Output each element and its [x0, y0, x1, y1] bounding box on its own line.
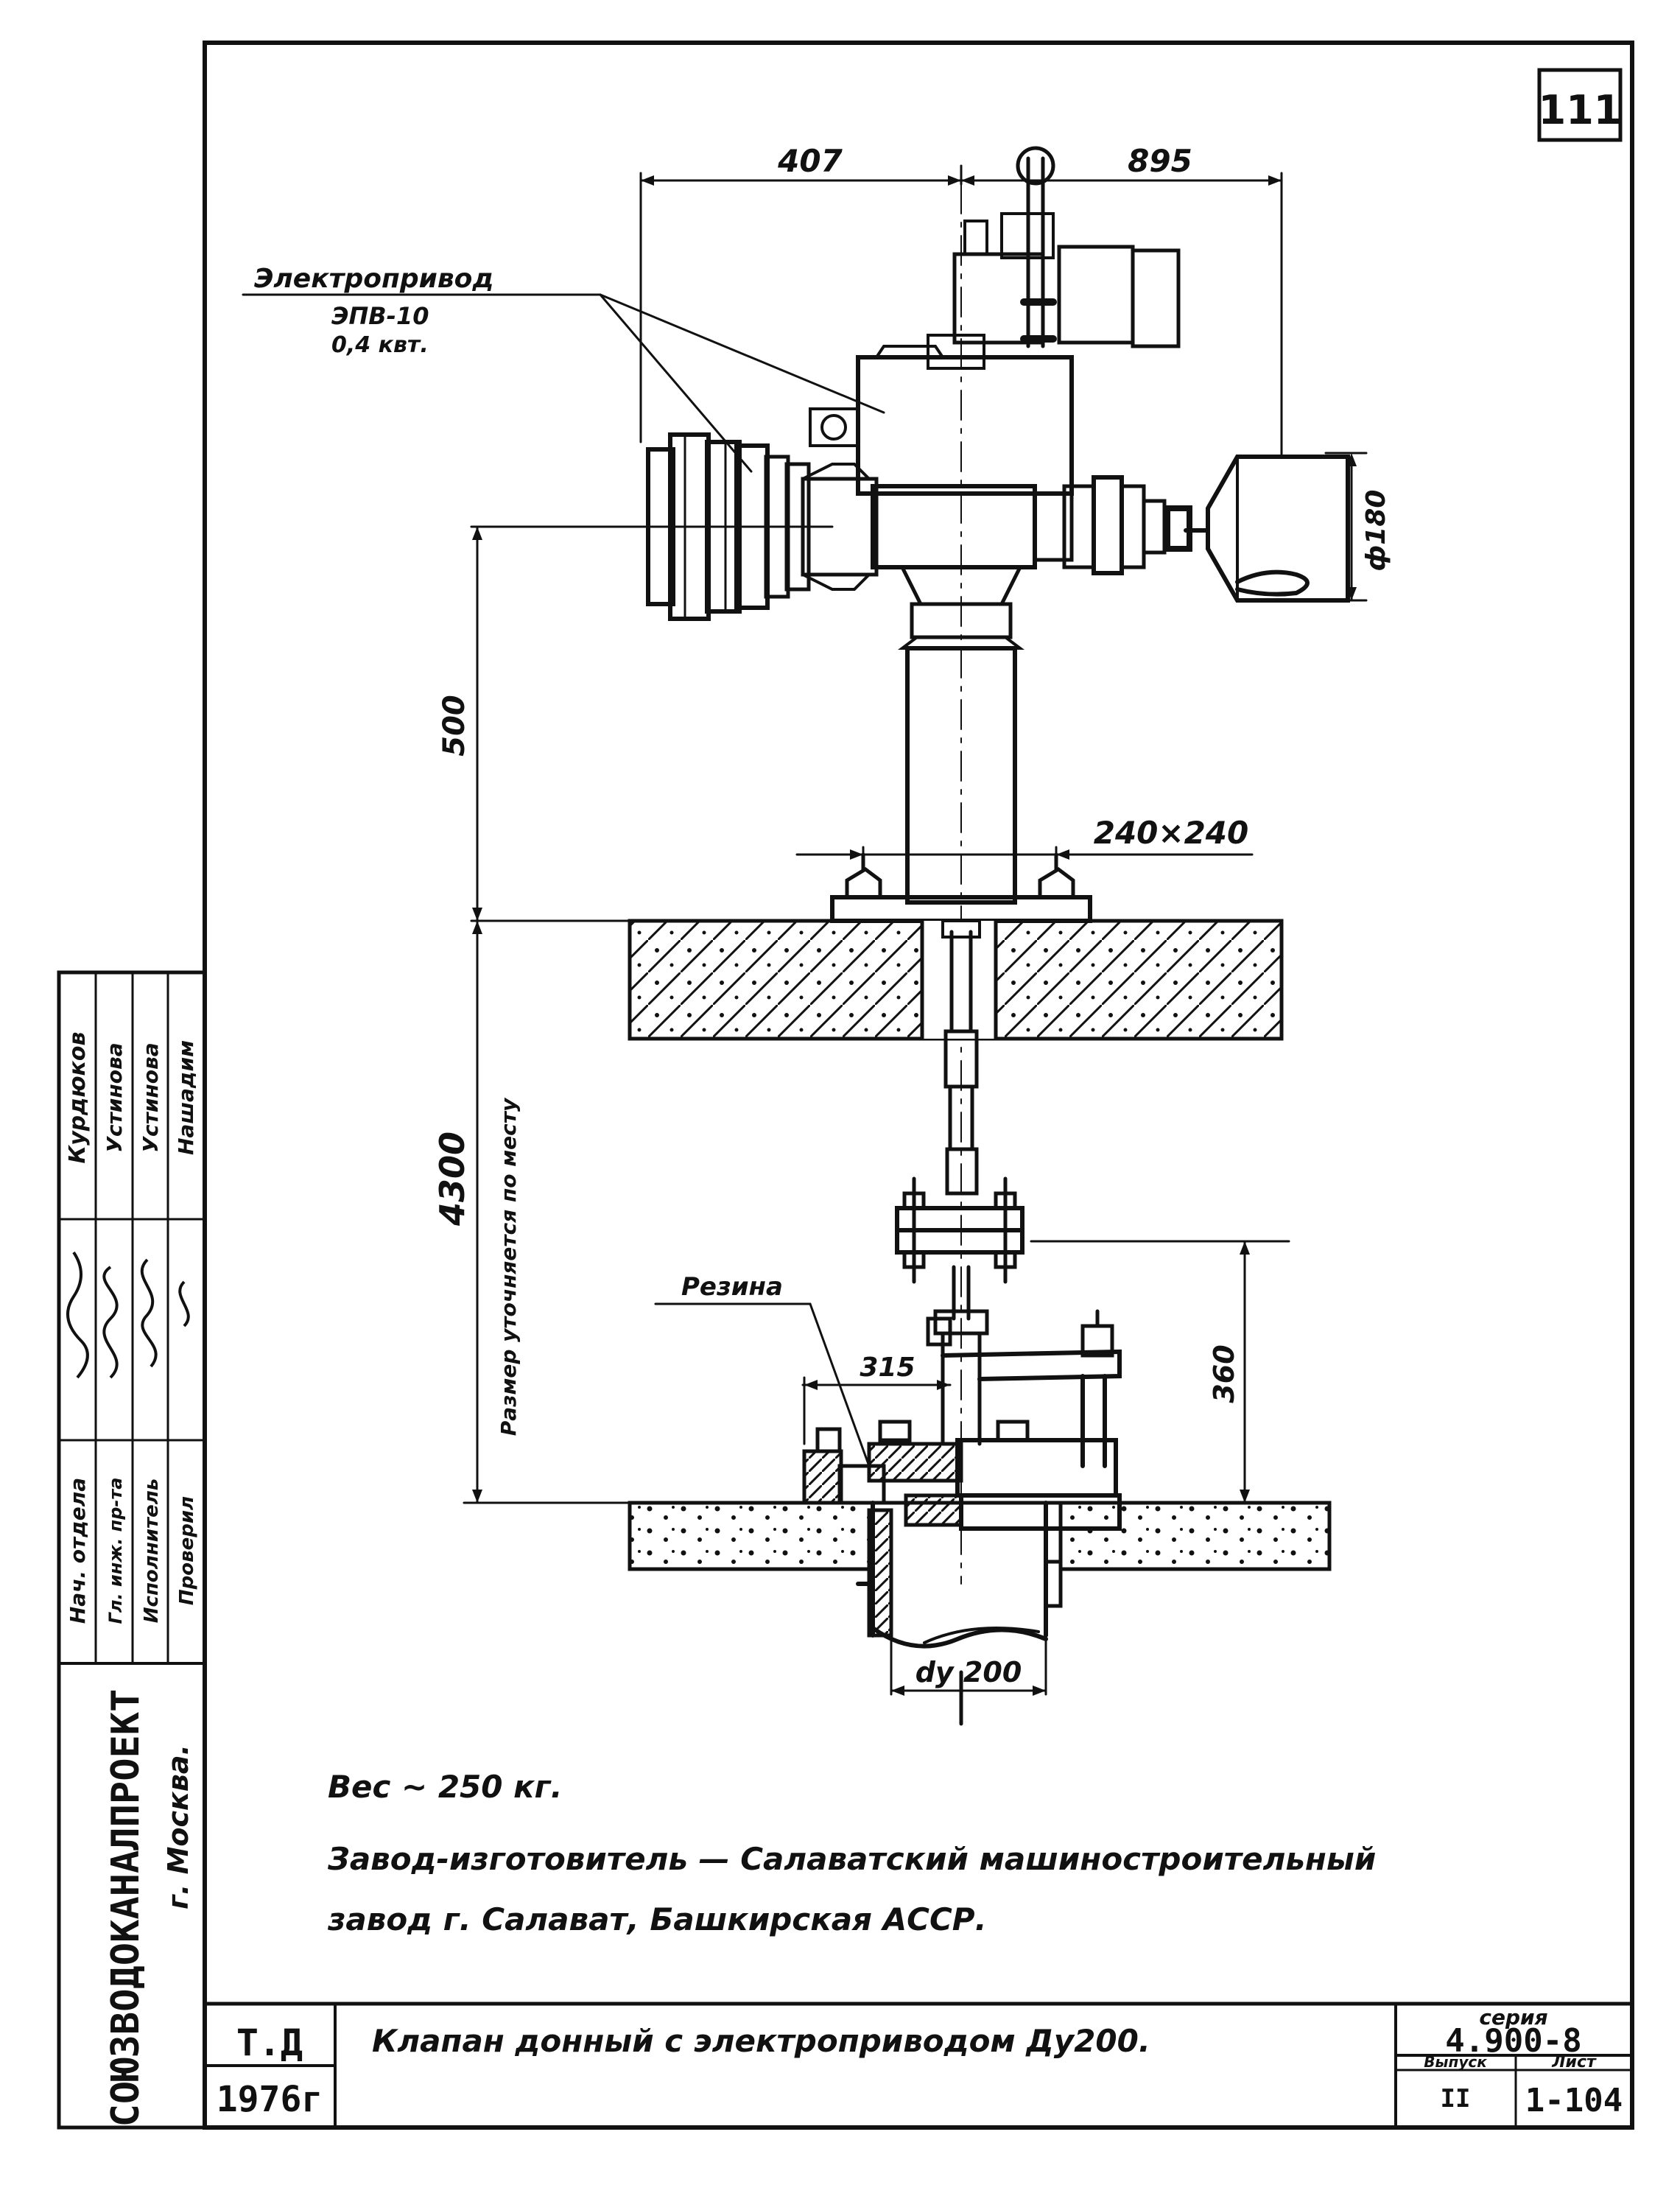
dim-360: 360: [1208, 1344, 1240, 1403]
name-chief-engineer: Устинова: [102, 1042, 127, 1152]
issue-label: Выпуск: [1424, 2053, 1487, 2071]
sheet-label: Лист: [1551, 2053, 1597, 2072]
valve-housing: [871, 484, 1037, 569]
dim-diameter-180: ф180: [1361, 490, 1391, 572]
series-value: 4.900-8: [1445, 2022, 1581, 2060]
issue-value: II: [1441, 2084, 1471, 2113]
org-name: СОЮЗВОДОКАНАЛПРОЕКТ: [104, 1689, 148, 2127]
role-department-head: Нач. отдела: [66, 1478, 90, 1624]
name-executor: Устинова: [138, 1042, 163, 1152]
dim-407: 407: [777, 143, 843, 179]
bottom-floor: [628, 1501, 875, 1571]
weight-note: Вес ~ 250 кг.: [328, 1769, 563, 1805]
dim-315: 315: [860, 1353, 915, 1383]
name-department-head: Курдюков: [65, 1032, 91, 1164]
code-label: Т.Д: [236, 2021, 303, 2064]
series-label: серия: [1479, 2005, 1547, 2030]
manufacturer-line1: Завод-изготовитель — Салаватский машинос…: [327, 1841, 1376, 1877]
drawing-title: Клапан донный с электроприводом Ду200.: [372, 2023, 1150, 2059]
sheet-number: 111: [1539, 87, 1622, 133]
sheet-number-box: [1537, 68, 1623, 142]
dim-240x240: 240×240: [1094, 815, 1249, 851]
name-checker: Нашадим: [174, 1040, 198, 1155]
manufacturer-line2: завод г. Салават, Башкирская АССР.: [327, 1901, 987, 1937]
field-adjust-note: Размер уточняется по месту: [496, 1097, 521, 1436]
signature-scribbles: [66, 1251, 190, 1379]
year-label: 1976г: [217, 2079, 323, 2120]
gearbox-body: [856, 355, 1074, 496]
dim-4300: 4300: [432, 1132, 472, 1227]
drive-model: ЭПВ-10: [331, 302, 429, 330]
role-executor: Исполнитель: [141, 1478, 163, 1623]
sheet-value: 1-104: [1525, 2082, 1623, 2119]
dim-dy200: dy 200: [915, 1656, 1022, 1688]
rubber-label: Резина: [681, 1272, 783, 1302]
drive-power: 0,4 квт.: [331, 332, 429, 358]
org-city: г. Москва.: [162, 1744, 194, 1909]
dim-895: 895: [1128, 143, 1192, 179]
drive-label: Электропривод: [254, 264, 493, 294]
role-chief-engineer: Гл. инж. пр-та: [105, 1478, 126, 1624]
dim-500: 500: [437, 695, 471, 757]
role-checker: Проверил: [176, 1496, 198, 1605]
